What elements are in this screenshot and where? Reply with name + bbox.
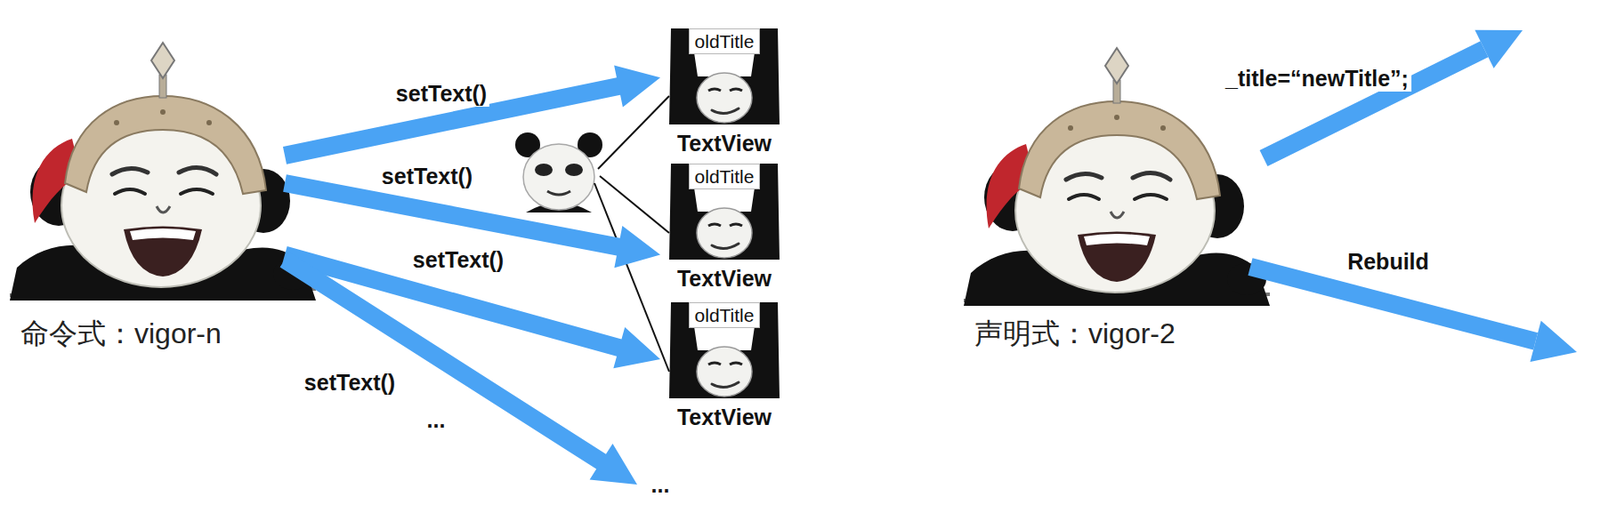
view-figure bbox=[669, 163, 780, 260]
mouth bbox=[547, 191, 571, 195]
ellipsis-text: ... bbox=[651, 471, 671, 499]
ellipsis-node: ... bbox=[642, 469, 679, 501]
view-figure bbox=[669, 302, 780, 399]
rebuild-arrow-head bbox=[1530, 321, 1578, 363]
view-node: oldTitleTextView bbox=[665, 160, 784, 292]
view-label: TextView bbox=[677, 404, 772, 431]
sign-text: oldTitle bbox=[688, 28, 761, 55]
view-node: oldTitleTextView bbox=[665, 298, 784, 431]
ellipsis-label: ... bbox=[424, 406, 449, 434]
warrior-figure bbox=[9, 42, 316, 301]
sign-text: oldTitle bbox=[688, 163, 761, 190]
view-node: oldTitleTextView bbox=[665, 24, 784, 157]
view-label: TextView bbox=[677, 265, 772, 292]
eye-patch bbox=[565, 163, 583, 177]
view-figure bbox=[669, 28, 780, 125]
view-label: TextView bbox=[677, 129, 772, 157]
assign-arrow-head bbox=[1474, 30, 1523, 69]
call-label: setText() bbox=[410, 246, 507, 274]
rebuild-arrow bbox=[1250, 266, 1536, 342]
call-arrow bbox=[282, 246, 661, 369]
leader-line bbox=[597, 96, 670, 170]
panda-face bbox=[523, 144, 595, 211]
caption-text: 命令式：vigor-n bbox=[20, 316, 222, 351]
warrior-node: 声明式：vigor-2 bbox=[963, 46, 1246, 356]
call-arrow bbox=[280, 252, 638, 485]
caption-text: 声明式：vigor-2 bbox=[974, 316, 1176, 351]
rebuild-label: Rebuild bbox=[1344, 248, 1432, 275]
eye-patch bbox=[534, 163, 553, 177]
sign-text: oldTitle bbox=[688, 302, 761, 329]
call-arrow bbox=[282, 64, 661, 164]
warrior-node: 命令式：vigor-n bbox=[9, 40, 285, 356]
assign-label: _title=“newTitle”; bbox=[1222, 64, 1412, 92]
call-label: setText() bbox=[393, 80, 490, 107]
call-label: setText() bbox=[301, 369, 398, 396]
small-panda bbox=[515, 132, 603, 213]
call-label: setText() bbox=[379, 162, 476, 190]
